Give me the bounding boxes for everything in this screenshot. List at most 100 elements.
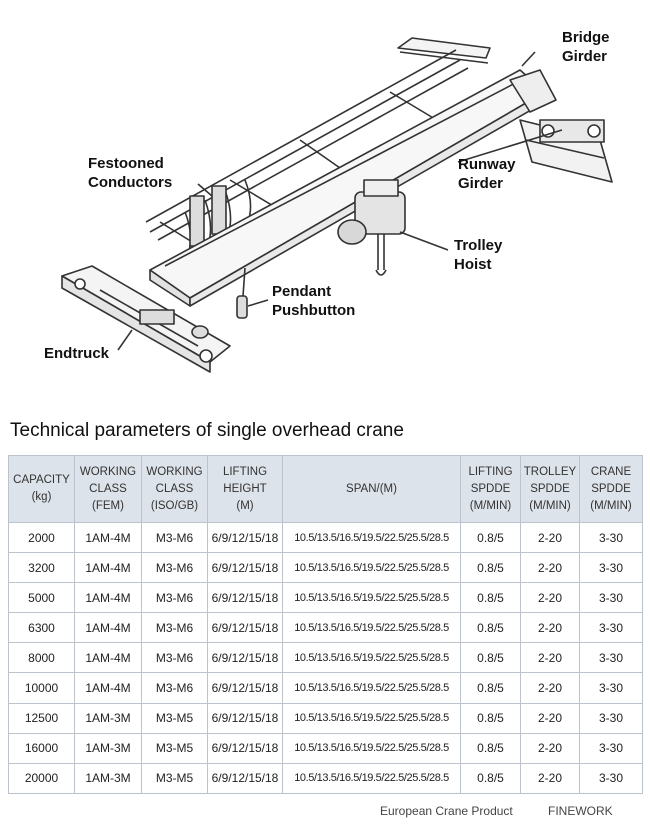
label-runway-girder: Runway Girder [458,156,516,192]
table-cell-capacity: 16000 [8,732,75,764]
column-header-capacity: CAPACITY (kg) [8,455,75,523]
table-cell-lifting-speed: 0.8/5 [460,521,521,554]
table-cell-crane-speed: 3-30 [579,582,643,614]
table-cell-lifting-speed: 0.8/5 [460,762,521,794]
table-cell-lifting-height: 6/9/12/15/18 [207,552,283,584]
table-cell-trolley-speed: 2-20 [520,582,580,614]
table-cell-capacity: 10000 [8,672,75,704]
column-header-crane-speed: CRANE SPDDE (M/MIN) [579,455,643,523]
label-pendant-pushbutton: Pendant Pushbutton [272,283,356,319]
table-cell-working-class-fem: 1AM-4M [74,672,142,704]
table-cell-crane-speed: 3-30 [579,672,643,704]
table-cell-working-class-iso: M3-M5 [141,762,208,794]
table-cell-span: 10.5/13.5/16.5/19.5/22.5/25.5/28.5 [282,612,461,644]
table-cell-trolley-speed: 2-20 [520,642,580,674]
column-header-lifting-speed: LIFTING SPDDE (M/MIN) [460,455,521,523]
table-cell-capacity: 5000 [8,582,75,614]
table-cell-lifting-speed: 0.8/5 [460,612,521,644]
table-cell-working-class-fem: 1AM-4M [74,642,142,674]
table-cell-working-class-iso: M3-M6 [141,582,208,614]
table-cell-span: 10.5/13.5/16.5/19.5/22.5/25.5/28.5 [282,732,461,764]
table-cell-working-class-fem: 1AM-4M [74,552,142,584]
table-cell-lifting-height: 6/9/12/15/18 [207,612,283,644]
page-title: Technical parameters of single overhead … [10,420,404,441]
table-cell-working-class-iso: M3-M6 [141,521,208,554]
table-cell-trolley-speed: 2-20 [520,702,580,734]
table-cell-lifting-speed: 0.8/5 [460,552,521,584]
table-cell-capacity: 20000 [8,762,75,794]
column-header-span: SPAN/(M) [282,455,461,523]
table-cell-lifting-height: 6/9/12/15/18 [207,672,283,704]
table-cell-lifting-height: 6/9/12/15/18 [207,702,283,734]
table-header-row: CAPACITY (kg)WORKING CLASS (FEM)WORKING … [8,455,643,523]
table-cell-span: 10.5/13.5/16.5/19.5/22.5/25.5/28.5 [282,642,461,674]
table-cell-working-class-iso: M3-M6 [141,612,208,644]
footer-brand: FINEWORK [548,804,613,818]
table-cell-working-class-iso: M3-M6 [141,552,208,584]
table-cell-lifting-height: 6/9/12/15/18 [207,732,283,764]
crane-diagram: Bridge Girder Festooned Conductors Runwa… [0,0,650,405]
table-cell-lifting-height: 6/9/12/15/18 [207,582,283,614]
column-header-trolley-speed: TROLLEY SPDDE (M/MIN) [520,455,580,523]
table-cell-crane-speed: 3-30 [579,612,643,644]
table-cell-crane-speed: 3-30 [579,762,643,794]
table-cell-crane-speed: 3-30 [579,702,643,734]
label-trolley-hoist: Trolley Hoist [454,237,503,273]
footer-product: European Crane Product [380,804,513,818]
table-cell-lifting-speed: 0.8/5 [460,702,521,734]
table-cell-capacity: 2000 [8,521,75,554]
column-header-working-class-iso: WORKING CLASS (ISO/GB) [141,455,208,523]
table-cell-working-class-fem: 1AM-3M [74,762,142,794]
crane-illustration [61,37,613,373]
table-cell-crane-speed: 3-30 [579,642,643,674]
table-cell-span: 10.5/13.5/16.5/19.5/22.5/25.5/28.5 [282,552,461,584]
table-cell-working-class-iso: M3-M5 [141,732,208,764]
label-endtruck: Endtruck [44,345,110,362]
table-cell-trolley-speed: 2-20 [520,672,580,704]
table-cell-capacity: 12500 [8,702,75,734]
table-cell-crane-speed: 3-30 [579,552,643,584]
column-header-working-class-fem: WORKING CLASS (FEM) [74,455,142,523]
table-cell-working-class-iso: M3-M6 [141,672,208,704]
table-cell-trolley-speed: 2-20 [520,762,580,794]
table-cell-working-class-iso: M3-M6 [141,642,208,674]
table-cell-trolley-speed: 2-20 [520,521,580,554]
table-cell-span: 10.5/13.5/16.5/19.5/22.5/25.5/28.5 [282,521,461,554]
table-cell-working-class-fem: 1AM-4M [74,521,142,554]
table-cell-crane-speed: 3-30 [579,521,643,554]
table-cell-trolley-speed: 2-20 [520,732,580,764]
technical-parameters-table: CAPACITY (kg)WORKING CLASS (FEM)WORKING … [8,455,643,794]
table-cell-working-class-fem: 1AM-4M [74,582,142,614]
table-cell-lifting-height: 6/9/12/15/18 [207,642,283,674]
table-cell-lifting-speed: 0.8/5 [460,642,521,674]
table-cell-span: 10.5/13.5/16.5/19.5/22.5/25.5/28.5 [282,672,461,704]
table-cell-span: 10.5/13.5/16.5/19.5/22.5/25.5/28.5 [282,582,461,614]
label-bridge-girder: Bridge Girder [562,29,610,65]
table-cell-lifting-height: 6/9/12/15/18 [207,762,283,794]
table-cell-crane-speed: 3-30 [579,732,643,764]
column-header-lifting-height: LIFTING HEIGHT (M) [207,455,283,523]
table-cell-capacity: 3200 [8,552,75,584]
table-cell-lifting-speed: 0.8/5 [460,672,521,704]
table-cell-trolley-speed: 2-20 [520,552,580,584]
table-cell-working-class-iso: M3-M5 [141,702,208,734]
table-cell-lifting-speed: 0.8/5 [460,732,521,764]
table-cell-span: 10.5/13.5/16.5/19.5/22.5/25.5/28.5 [282,762,461,794]
table-cell-capacity: 6300 [8,612,75,644]
label-festooned-conductors: Festooned Conductors [88,155,173,191]
table-cell-capacity: 8000 [8,642,75,674]
table-cell-working-class-fem: 1AM-3M [74,702,142,734]
table-cell-lifting-speed: 0.8/5 [460,582,521,614]
table-cell-working-class-fem: 1AM-3M [74,732,142,764]
table-cell-trolley-speed: 2-20 [520,612,580,644]
